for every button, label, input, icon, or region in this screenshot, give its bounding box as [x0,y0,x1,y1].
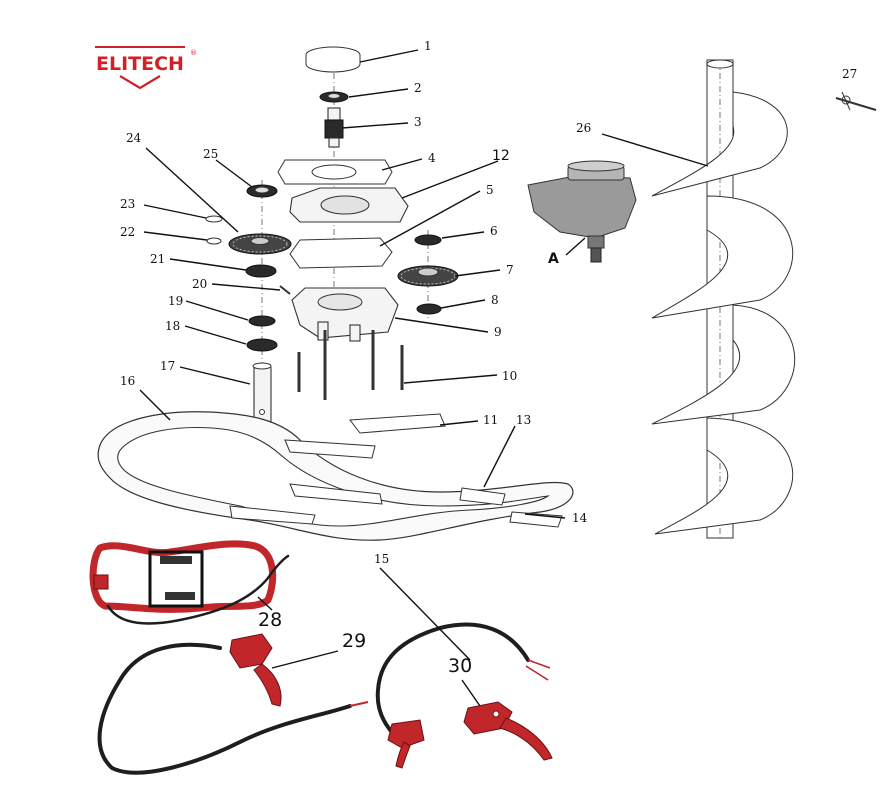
part-ring-23 [205,215,223,223]
callout-22: 22 [120,225,135,239]
callout-12: 12 [492,148,510,164]
leader-lines [139,49,709,707]
callout-13: 13 [516,413,531,427]
callout-A: A [548,251,559,267]
part-lower-housing [291,287,399,342]
part-bearing-8 [416,303,442,315]
part-bearing-21 [245,264,277,278]
part-bearing-18 [246,338,278,352]
callout-14: 14 [572,511,588,525]
part-cup-cap [305,46,361,73]
callout-3: 3 [414,115,422,129]
callout-28: 28 [258,609,282,631]
auger-drill [651,59,796,540]
part-pin-27 [835,91,877,111]
callout-6: 6 [490,224,498,238]
brand-name: ELITECH [96,53,184,75]
callout-16: 16 [120,374,135,388]
part-gear-24 [228,233,292,255]
callout-25: 25 [203,147,218,161]
callout-4: 4 [428,151,436,165]
gearbox-assembly [527,160,637,263]
callout-5: 5 [486,183,494,197]
gearbox-exploded-view [205,46,459,427]
part-throttle-cable-15 [375,622,551,769]
callout-11: 11 [483,413,498,427]
part-output-shaft [324,107,344,148]
elitech-logo: ELITECH ® [95,46,197,90]
callout-18: 18 [165,319,180,333]
callout-24: 24 [126,131,142,145]
callout-1: 1 [424,39,432,53]
handle-frame [97,411,574,541]
brand-registered-mark: ® [190,49,197,57]
callout-10: 10 [502,369,517,383]
callout-labels: 1 2 3 4 5 6 7 8 9 10 11 12 13 14 15 16 1… [120,39,857,677]
part-ring-22 [206,237,222,245]
callout-23: 23 [120,197,135,211]
part-gear-7 [397,265,459,287]
part-handle-frame-28 [89,540,290,625]
part-bearing-6 [414,234,442,246]
callout-21: 21 [150,252,165,266]
callout-30: 30 [448,655,472,677]
part-bearing-25 [246,184,278,198]
callout-7: 7 [506,263,514,277]
callout-27: 27 [842,67,857,81]
part-shaft-17 [252,362,272,427]
callout-17: 17 [160,359,175,373]
callout-2: 2 [414,81,422,95]
part-pin-20 [279,285,291,295]
part-bearing-top [319,91,349,103]
part-top-housing [289,187,409,223]
callout-9: 9 [494,325,502,339]
part-throttle-lever-30 [463,701,553,761]
callout-26: 26 [576,121,591,135]
part-switch-cable-29 [97,633,369,775]
part-bolts [297,330,404,400]
callout-19: 19 [168,294,183,308]
part-bearing-19 [248,315,276,327]
callout-8: 8 [491,293,499,307]
part-gasket-middle [289,237,393,269]
callout-29: 29 [342,630,366,652]
callout-20: 20 [192,277,207,291]
callout-15: 15 [374,552,389,566]
part-gasket-top [277,159,393,185]
